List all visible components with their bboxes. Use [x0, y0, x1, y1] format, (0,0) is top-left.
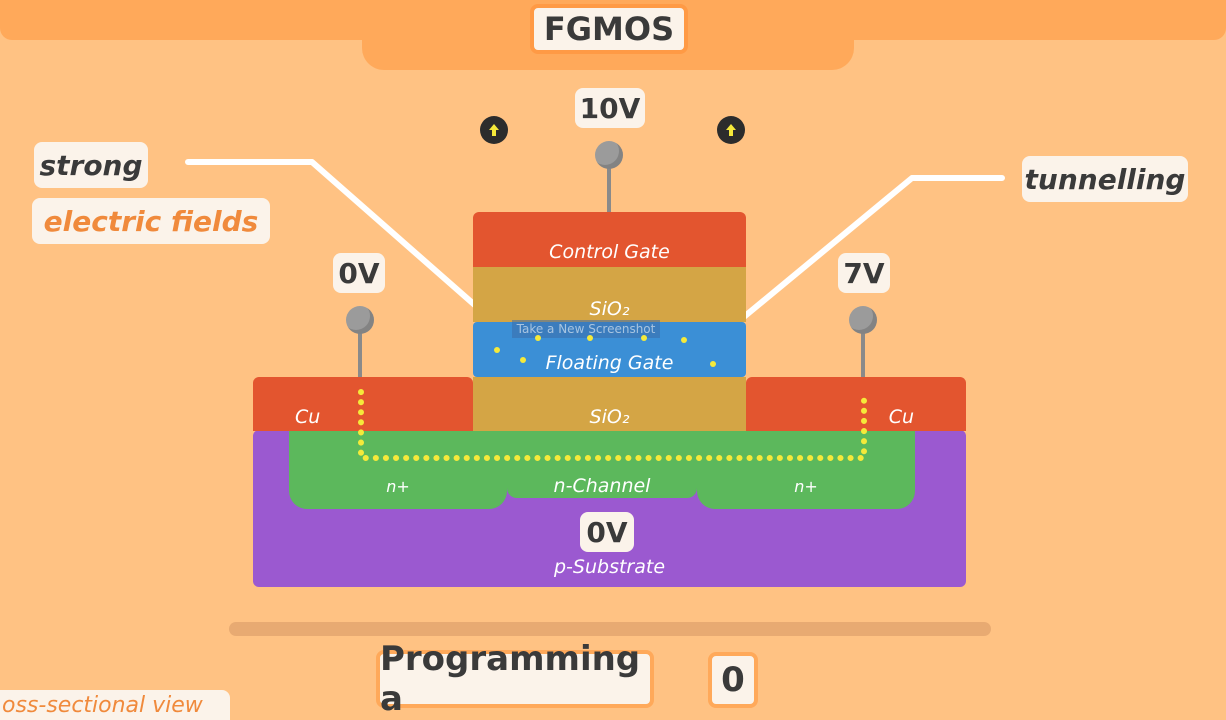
control-gate-terminal — [595, 141, 623, 169]
oxide-bottom: SiO₂ — [473, 377, 746, 431]
electron — [520, 357, 526, 363]
electron — [710, 361, 716, 367]
source-terminal — [346, 306, 374, 334]
drain-terminal — [849, 306, 877, 334]
caption-value: 0 — [708, 652, 758, 708]
source-voltage: 0V — [333, 253, 385, 293]
screenshot-tooltip: Take a New Screenshot — [512, 320, 660, 338]
left-callout-line — [185, 159, 513, 339]
callout-strong: strong — [34, 142, 148, 188]
oxide-top: SiO₂ — [473, 267, 746, 322]
drain-contact: Cu — [746, 377, 966, 431]
drain-terminal-stem — [861, 328, 865, 378]
control-gate: Control Gate — [473, 212, 746, 267]
right-callout-line — [713, 175, 1005, 343]
shadow-bar — [229, 622, 991, 636]
arrow-up-icon — [717, 116, 745, 144]
source-well: n+ — [289, 430, 507, 509]
n-channel: n-Channel — [507, 430, 697, 498]
callout-electric-fields: electric fields — [32, 198, 270, 244]
substrate-label: p-Substrate — [553, 556, 666, 578]
drain-well: n+ — [697, 430, 915, 509]
control-gate-voltage: 10V — [575, 88, 645, 128]
drain-voltage: 7V — [838, 253, 890, 293]
control-gate-terminal-stem — [607, 162, 611, 212]
electron — [587, 335, 593, 341]
caption-prefix: Programming a — [376, 639, 654, 719]
source-terminal-stem — [358, 328, 362, 378]
electron — [535, 335, 541, 341]
electron — [494, 347, 500, 353]
arrow-up-icon — [480, 116, 508, 144]
view-label: oss-sectional view — [0, 690, 230, 720]
electron — [681, 337, 687, 343]
page-title: FGMOS — [530, 4, 688, 54]
substrate-voltage: 0V — [580, 512, 634, 552]
callout-tunnelling: tunnelling — [1022, 156, 1188, 202]
electron — [641, 335, 647, 341]
